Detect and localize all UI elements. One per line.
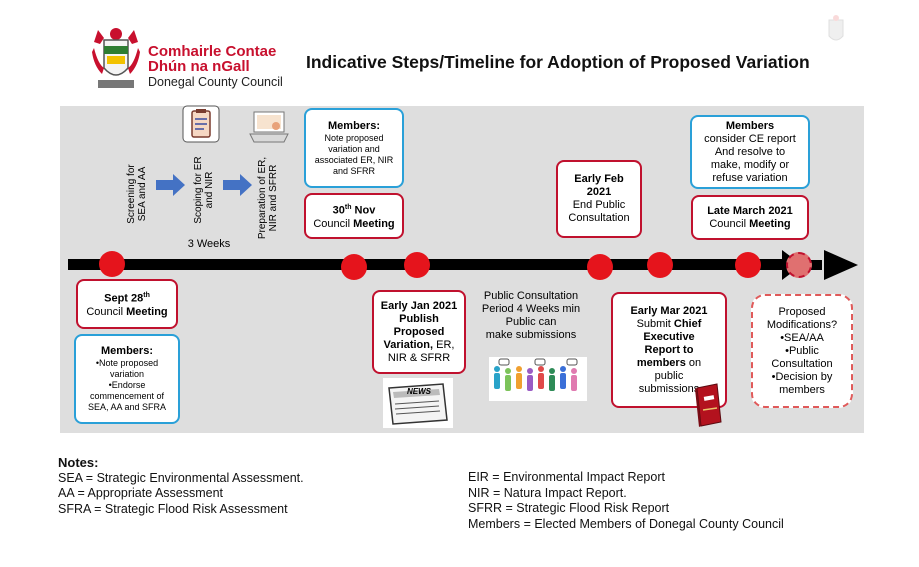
- note-sea: SEA = Strategic Environmental Assessment…: [58, 470, 304, 485]
- laptop-icon: [248, 108, 290, 148]
- brand-name-english: Donegal County Council: [148, 75, 283, 89]
- timeline-point-proposed: [786, 252, 812, 278]
- timeline-point-jan: [404, 252, 430, 278]
- screening-step: Screening for SEA and AA: [126, 164, 148, 224]
- timeline-point-late-march: [735, 252, 761, 278]
- clipboard-icon: [182, 105, 220, 143]
- timeline-point-nov: [341, 254, 367, 280]
- sept-council-meeting-box: Sept 28th Council Meeting: [76, 279, 178, 329]
- timeline-point-sept: [99, 251, 125, 277]
- newspaper-icon: NEWS: [383, 378, 453, 428]
- feb-end-consultation-box: Early Feb 2021 End Public Consultation: [556, 160, 642, 238]
- timeline-point-feb: [587, 254, 613, 280]
- notes-heading: Notes:: [58, 455, 99, 470]
- preparation-step: Preparation of ER, NIR and SFRR: [257, 156, 279, 240]
- note-nir: NIR = Natura Impact Report.: [468, 485, 627, 500]
- brand-name-irish-1: Comhairle Contae: [148, 43, 277, 60]
- note-sfrr: SFRR = Strategic Flood Risk Report: [468, 501, 670, 515]
- three-weeks-label: 3 Weeks: [187, 238, 231, 250]
- public-consultation-text: Public Consultation Period 4 Weeks min P…: [481, 290, 581, 341]
- members-endorse-box: Members: •Note proposed variation •Endor…: [74, 334, 180, 424]
- proposed-modifications-box: Proposed Modifications? •SEA/AA •Public …: [751, 294, 853, 408]
- timeline-point-mar: [647, 252, 673, 278]
- members-consider-ce-report-box: Members consider CE report And resolve t…: [690, 115, 810, 189]
- page-title: Indicative Steps/Timeline for Adoption o…: [306, 52, 810, 72]
- jan-publish-box: Early Jan 2021 Publish Proposed Variatio…: [372, 290, 466, 374]
- note-members: Members = Elected Members of Donegal Cou…: [468, 516, 784, 531]
- note-sfra: SFRA = Strategic Flood Risk Assessment: [58, 501, 288, 516]
- notes-left: Notes: SEA = Strategic Environmental Ass…: [58, 455, 438, 517]
- members-note-box: Members: Note proposed variation and ass…: [304, 108, 404, 188]
- nov-council-meeting-box: 30th Nov Council Meeting: [304, 193, 404, 239]
- people-icon: [489, 357, 587, 401]
- arrow-right-icon: [156, 173, 186, 197]
- note-eir: EIR = Environmental Impact Report: [468, 470, 665, 484]
- note-aa: AA = Appropriate Assessment: [58, 486, 224, 500]
- arrow-right-icon: [223, 173, 253, 197]
- report-book-icon: [693, 382, 723, 428]
- brand-name-irish-2: Dhún na nGall: [148, 58, 250, 75]
- notes-right: EIR = Environmental Impact Report NIR = …: [468, 470, 888, 532]
- scoping-step: Scoping for ER and NIR: [193, 156, 215, 224]
- late-march-council-meeting-box: Late March 2021 Council Meeting: [691, 195, 809, 240]
- council-crest-icon: [90, 24, 142, 94]
- newspaper-label: NEWS: [407, 387, 431, 396]
- faded-crest-icon: [823, 14, 849, 48]
